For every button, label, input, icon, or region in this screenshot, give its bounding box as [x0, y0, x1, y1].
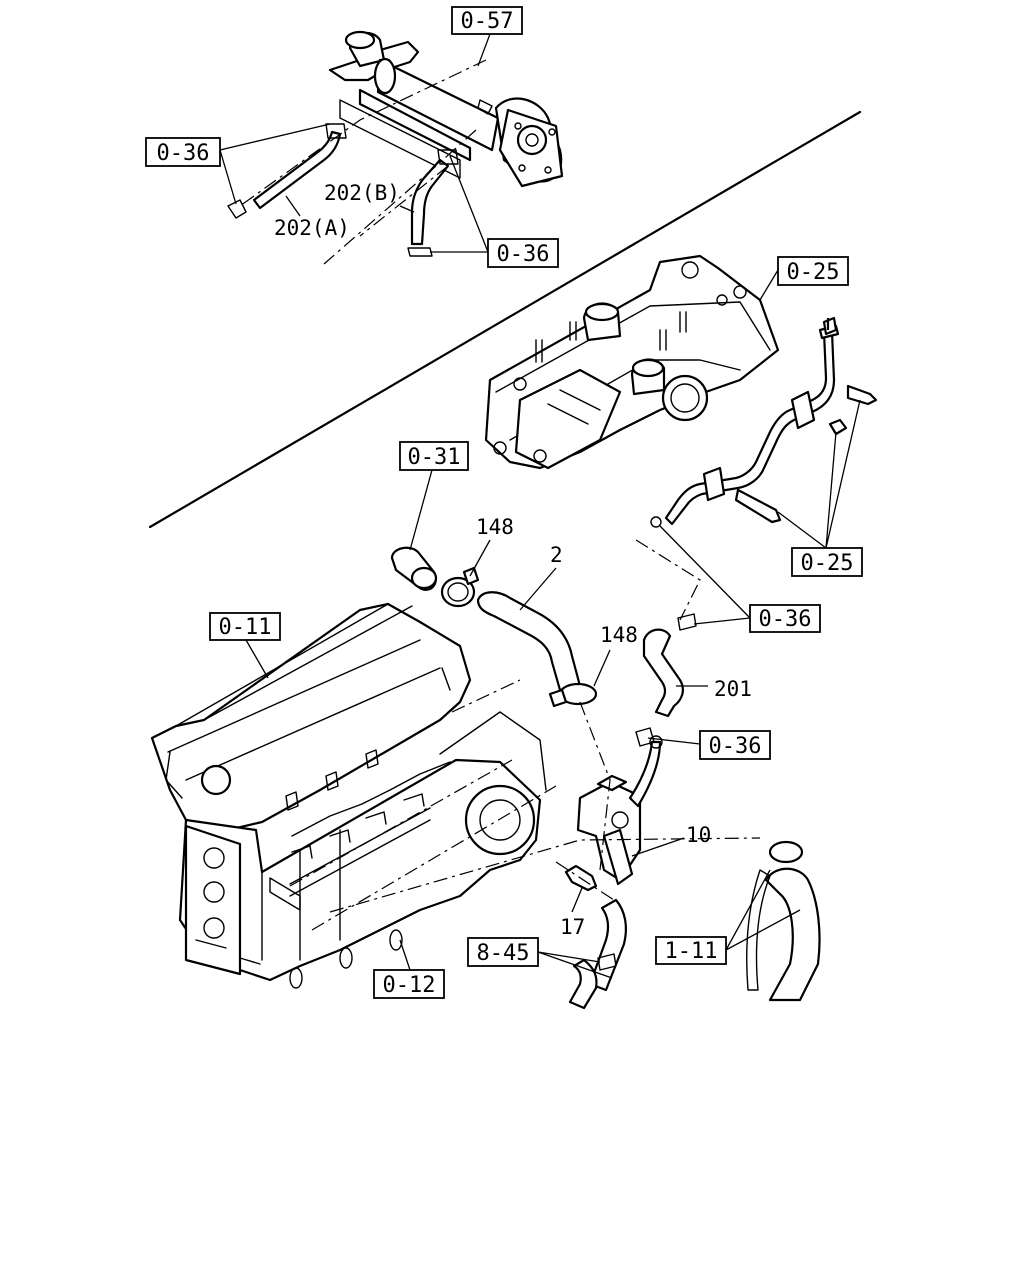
- leader-17: [571, 887, 583, 913]
- part-label-10: 10: [686, 823, 711, 847]
- ref-label: 0-12: [383, 973, 436, 998]
- hose-1-11-pipe: [746, 869, 771, 991]
- leader-0-36-lower: [647, 737, 701, 745]
- part-label-201: 201: [714, 677, 752, 701]
- ref-label: 0-36: [759, 607, 812, 632]
- leader-0-36-top-left: [219, 123, 331, 205]
- hose-8-45-clip: [597, 953, 617, 971]
- thermostat-housing: [576, 735, 663, 886]
- part-label-148-lower: 148: [600, 623, 638, 647]
- cylinder-block: [150, 602, 547, 989]
- ref-box-0-36-top-right: 0-36: [487, 238, 559, 268]
- ref-box-1-11: 1-11: [655, 936, 727, 965]
- ref-label: 0-36: [709, 734, 762, 759]
- clip-202b-lower: [407, 247, 433, 257]
- centerline-block-4: [451, 679, 521, 713]
- leader-202a: [285, 195, 301, 217]
- bolt-upper: [846, 384, 878, 406]
- coolant-pipe: [664, 330, 836, 526]
- hose-202b: [410, 158, 450, 246]
- ref-box-0-25-bracket: 0-25: [791, 547, 863, 577]
- hose-clamp-148-upper: [440, 576, 476, 608]
- ref-label: 0-57: [461, 9, 514, 34]
- ref-box-0-57: 0-57: [451, 6, 523, 35]
- leader-0-36-top-right: [430, 155, 489, 253]
- ref-box-0-31: 0-31: [399, 441, 469, 471]
- leader-0-57: [477, 33, 491, 67]
- hose-1-11-clamp: [768, 840, 804, 864]
- leader-0-25-manifold: [759, 269, 779, 301]
- leader-148-upper: [469, 539, 491, 577]
- ref-box-0-36-top-left: 0-36: [145, 137, 221, 167]
- hose-1-11: [764, 867, 821, 1002]
- ref-box-0-36-lower: 0-36: [699, 730, 771, 760]
- centerline-housing-lower: [555, 861, 621, 905]
- part-label-202b: 202(B): [324, 181, 400, 205]
- ref-box-0-25-manifold: 0-25: [777, 256, 849, 286]
- leader-10: [631, 837, 685, 857]
- intake-manifold: [484, 254, 780, 470]
- leader-0-12: [399, 939, 411, 971]
- ref-label: 1-11: [665, 939, 718, 964]
- banjo-bolt-top: [822, 316, 838, 336]
- ref-box-0-12: 0-12: [373, 969, 445, 999]
- clip-202b-upper: [437, 149, 459, 165]
- leader-0-31: [409, 469, 433, 551]
- part-label-2: 2: [550, 543, 563, 567]
- leader-0-25-bracket: [777, 399, 861, 549]
- centerline-pipe: [635, 539, 701, 621]
- clip-202a-upper: [325, 123, 347, 139]
- pipe-bracket-lower: [702, 466, 726, 502]
- leader-202b: [399, 205, 415, 213]
- egr-cooler: [328, 30, 564, 188]
- hose-clamp-148-upper-inner: [447, 582, 469, 602]
- ref-label: 8-45: [477, 941, 530, 966]
- hose-201: [642, 628, 684, 718]
- ref-label: 0-25: [801, 551, 854, 576]
- centerline-block-1: [311, 785, 557, 931]
- ref-box-8-45: 8-45: [467, 937, 539, 967]
- centerline-egr-bottom: [359, 165, 449, 237]
- bolt-lower: [734, 488, 782, 524]
- clamp-screw-lower: [548, 688, 568, 708]
- ref-label: 0-11: [219, 615, 272, 640]
- pipe-end-lower: [650, 516, 662, 528]
- pipe-bracket-upper: [790, 390, 816, 430]
- clamp-screw-upper: [462, 566, 480, 586]
- ref-label: 0-36: [497, 242, 550, 267]
- part-label-202a: 202(A): [274, 216, 350, 240]
- leader-2: [519, 567, 557, 611]
- ref-box-0-36-mid: 0-36: [749, 604, 821, 633]
- fitting-flange: [410, 566, 438, 590]
- ref-label: 0-25: [787, 260, 840, 285]
- centerline-block-2: [289, 759, 513, 887]
- centerline-block-3: [329, 837, 761, 913]
- part-label-17: 17: [560, 915, 585, 939]
- part-label-148-upper: 148: [476, 515, 514, 539]
- hose-8-45-b: [568, 958, 598, 1010]
- centerline-egr-upper: [239, 59, 487, 207]
- nut-upper: [828, 418, 848, 436]
- section-divider-line: [148, 110, 862, 529]
- leader-0-36-mid: [659, 525, 751, 625]
- leader-1-11: [725, 869, 801, 951]
- ref-label: 0-36: [157, 141, 210, 166]
- ref-label: 0-31: [408, 445, 461, 470]
- leader-0-11: [245, 639, 269, 679]
- leader-8-45: [537, 951, 613, 979]
- clip-201-upper: [677, 613, 697, 631]
- ref-box-0-11: 0-11: [209, 612, 281, 641]
- hose-2: [476, 591, 582, 692]
- leader-148-lower: [593, 649, 611, 687]
- clip-202a-lower: [227, 199, 247, 219]
